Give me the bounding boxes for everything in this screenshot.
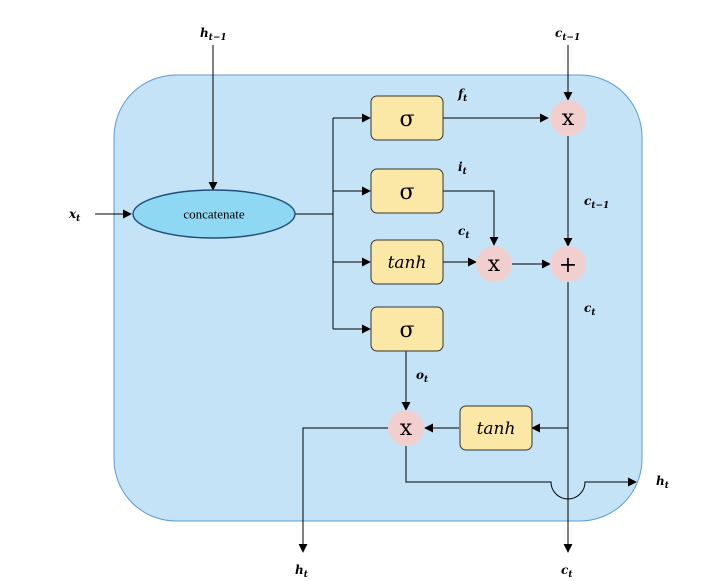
label-c-prev-top: ct−1 bbox=[555, 26, 580, 43]
add-op: + bbox=[550, 246, 586, 282]
input-gate: σ bbox=[370, 168, 444, 214]
add-symbol: + bbox=[559, 253, 577, 278]
concatenate-node: concatenate bbox=[132, 189, 296, 239]
h-t-right-wire bbox=[405, 446, 637, 500]
output-tanh-gate: tanh bbox=[459, 405, 533, 451]
concatenate-label: concatenate bbox=[183, 207, 245, 222]
input-gate-symbol: σ bbox=[399, 180, 414, 205]
forget-multiply-symbol: x bbox=[562, 106, 575, 131]
candidate-gate-symbol: tanh bbox=[388, 253, 427, 273]
label-f-t: ft bbox=[457, 87, 468, 104]
output-multiply-op: x bbox=[388, 410, 424, 446]
label-h-t-bottom: ht bbox=[295, 563, 309, 580]
output-tanh-symbol: tanh bbox=[477, 419, 516, 439]
lstm-cell-background bbox=[113, 74, 643, 522]
label-h-prev: ht−1 bbox=[200, 26, 227, 43]
label-o-t: ot bbox=[416, 368, 429, 385]
label-i-t: it bbox=[458, 160, 468, 177]
h-t-bottom-wire bbox=[298, 427, 388, 553]
label-c-t-bottom: ct bbox=[561, 563, 573, 580]
candidate-gate: tanh bbox=[370, 239, 444, 285]
output-multiply-symbol: x bbox=[400, 416, 413, 441]
label-x-t: xt bbox=[68, 207, 81, 224]
i-t-wire bbox=[443, 190, 499, 246]
forget-gate-symbol: σ bbox=[399, 107, 414, 132]
label-h-t-right: ht bbox=[656, 474, 670, 491]
input-multiply-symbol: x bbox=[488, 252, 501, 277]
forget-gate: σ bbox=[370, 95, 444, 141]
label-c-tilde: ct bbox=[458, 224, 470, 241]
output-gate: σ bbox=[370, 306, 444, 352]
label-c-t-mid: ct bbox=[584, 301, 596, 318]
forget-multiply-op: x bbox=[550, 100, 586, 136]
output-gate-symbol: σ bbox=[399, 318, 414, 343]
label-c-prev-mid: ct−1 bbox=[584, 194, 609, 211]
input-multiply-op: x bbox=[476, 246, 512, 282]
